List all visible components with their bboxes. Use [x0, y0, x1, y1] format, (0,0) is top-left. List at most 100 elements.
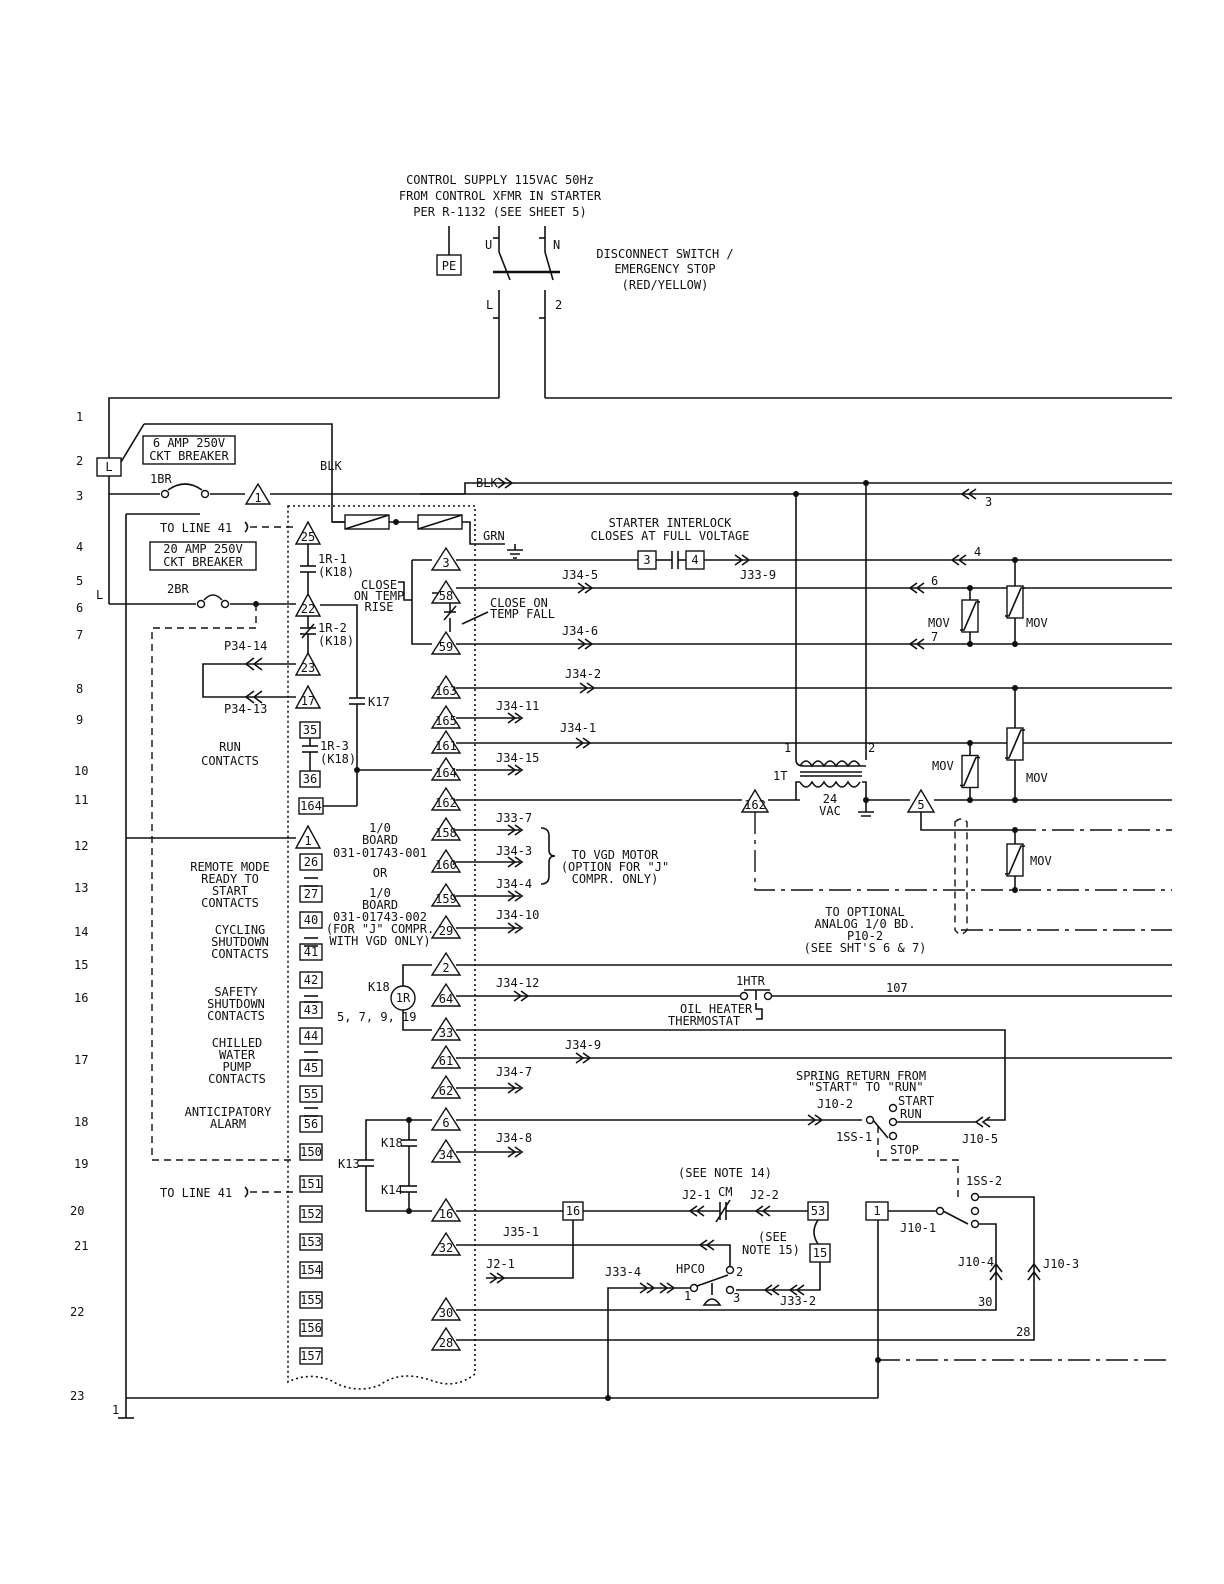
term-label: 159: [435, 892, 457, 906]
connector-chevron: [698, 1239, 715, 1251]
ground-symbol: 1: [112, 1403, 134, 1419]
terminal-box: 156: [299, 1319, 323, 1337]
board-left-terminals: 25 22 23 17 35 36 164 1: [294, 520, 324, 849]
line-number: 13: [74, 881, 88, 895]
connector-chevron: [577, 582, 594, 594]
wire-30-label: 30: [978, 1295, 992, 1309]
ir1-label: (K18): [318, 565, 354, 579]
label-line: CHILLED: [212, 1036, 263, 1050]
j10-2-label: J10-2: [817, 1097, 853, 1111]
k14-label: K14: [381, 1183, 403, 1197]
io-line: 031-01743-001: [333, 846, 427, 860]
j34-3-label: J34-3: [496, 844, 532, 858]
term-label: 28: [439, 1336, 453, 1350]
label-line: PUMP: [223, 1060, 252, 1074]
term-label: 163: [435, 684, 457, 698]
label-line: CYCLING: [215, 923, 266, 937]
connector-chevron: [950, 554, 967, 566]
terminal-triangle: 64: [430, 982, 462, 1007]
hpco-label: HPCO: [676, 1262, 705, 1276]
io-line: OR: [373, 866, 388, 880]
line-number: 23: [70, 1389, 84, 1403]
p34-13-label: P34-13: [224, 702, 267, 716]
ground-icon: [507, 544, 523, 559]
line-number: 17: [74, 1053, 88, 1067]
to-line-41-label: TO LINE 41: [160, 521, 232, 535]
hpco-3-label: 3: [733, 1291, 740, 1305]
terminal-triangle: 33: [430, 1016, 462, 1041]
u-label: U: [485, 238, 492, 252]
j34-12-label: J34-12: [496, 976, 539, 990]
interlock-line: CLOSES AT FULL VOLTAGE: [591, 529, 750, 543]
vgd-line: COMPR. ONLY): [572, 872, 659, 886]
term-label: 62: [439, 1084, 453, 1098]
line-number: 2: [76, 454, 83, 468]
terminal-triangle: 30: [430, 1296, 462, 1321]
j10-1-label: J10-1: [900, 1221, 936, 1235]
line-number: 22: [70, 1305, 84, 1319]
j34-5-label: J34-5: [562, 568, 598, 582]
note-15-line: (SEE: [758, 1230, 787, 1244]
terminal-triangle: 163: [430, 674, 462, 699]
term-label: 164: [435, 766, 457, 780]
connector-chevron: [507, 1082, 524, 1094]
note-line: EMERGENCY STOP: [614, 262, 715, 276]
box-15-label: 15: [813, 1246, 827, 1260]
term-label: 154: [300, 1263, 322, 1277]
term-label: 59: [439, 640, 453, 654]
j35-1-label: J35-1: [503, 1225, 539, 1239]
io-line: 1/0: [369, 886, 391, 900]
term-label: 16: [439, 1207, 453, 1221]
right-wiring: 3 4 STARTER INTERLOCK CLOSES AT FULL VOL…: [456, 480, 1172, 1401]
j34-1-label: J34-1: [560, 721, 596, 735]
label-line: READY TO: [201, 872, 259, 886]
optional-line: ANALOG 1/0 BD.: [814, 917, 915, 931]
hpco-2-label: 2: [736, 1265, 743, 1279]
term-label: 164: [300, 799, 322, 813]
board-contacts: 1R-1 (K18) 1R-2 (K18) 1R-3 (K18) K17: [253, 544, 432, 807]
terminal-box: 41: [299, 943, 323, 961]
conn-6-label: 6: [931, 574, 938, 588]
ir2-label: (K18): [318, 634, 354, 648]
line-number: 12: [74, 839, 88, 853]
io-line: BOARD: [362, 833, 398, 847]
line-number: 18: [74, 1115, 88, 1129]
connector-chevron: [807, 1114, 824, 1126]
terminal-box: 27: [299, 885, 323, 903]
term-label: 56: [304, 1117, 318, 1131]
ibr-label: 1BR: [150, 472, 172, 486]
connector-chevron: [754, 1205, 771, 1217]
oil-heater-line: THERMOSTAT: [668, 1014, 740, 1028]
term-label: 61: [439, 1054, 453, 1068]
label-line: CONTACTS: [201, 754, 259, 768]
io-line: BOARD: [362, 898, 398, 912]
to-line-41-label: TO LINE 41: [160, 1186, 232, 1200]
connector-chevron: [507, 922, 524, 934]
breaker-line: CKT BREAKER: [149, 449, 229, 463]
label-line: ALARM: [210, 1117, 246, 1131]
mov-varistor: MOV: [928, 585, 980, 647]
label-line: WATER: [219, 1048, 256, 1062]
conn-3-label: 3: [985, 495, 992, 509]
xf-1-label: 1: [784, 741, 791, 755]
board-right-terminals: 3585916316516116416215816015929264336162…: [430, 546, 462, 1351]
xf-2-label: 2: [868, 741, 875, 755]
ground-label: 1: [112, 1403, 119, 1417]
term-label: 17: [301, 694, 315, 708]
terminal-box: 150: [299, 1143, 323, 1161]
term-label: 32: [439, 1241, 453, 1255]
terminal-box: 55: [299, 1085, 323, 1103]
terminal-triangle: 16: [430, 1197, 462, 1222]
io-line: 1/0: [369, 821, 391, 835]
terminal-triangle: 28: [430, 1326, 462, 1351]
term-label: 151: [300, 1177, 322, 1191]
board-box-terms: 2627404142434445555615015115215315415515…: [299, 853, 323, 1365]
label-line: REMOTE MODE: [190, 860, 269, 874]
iss2-label: 1SS-2: [966, 1174, 1002, 1188]
term-label: 155: [300, 1293, 322, 1307]
it-label: 1T: [773, 769, 787, 783]
connector-chevron: [639, 1282, 656, 1294]
k18-coil-label: K18: [368, 980, 390, 994]
